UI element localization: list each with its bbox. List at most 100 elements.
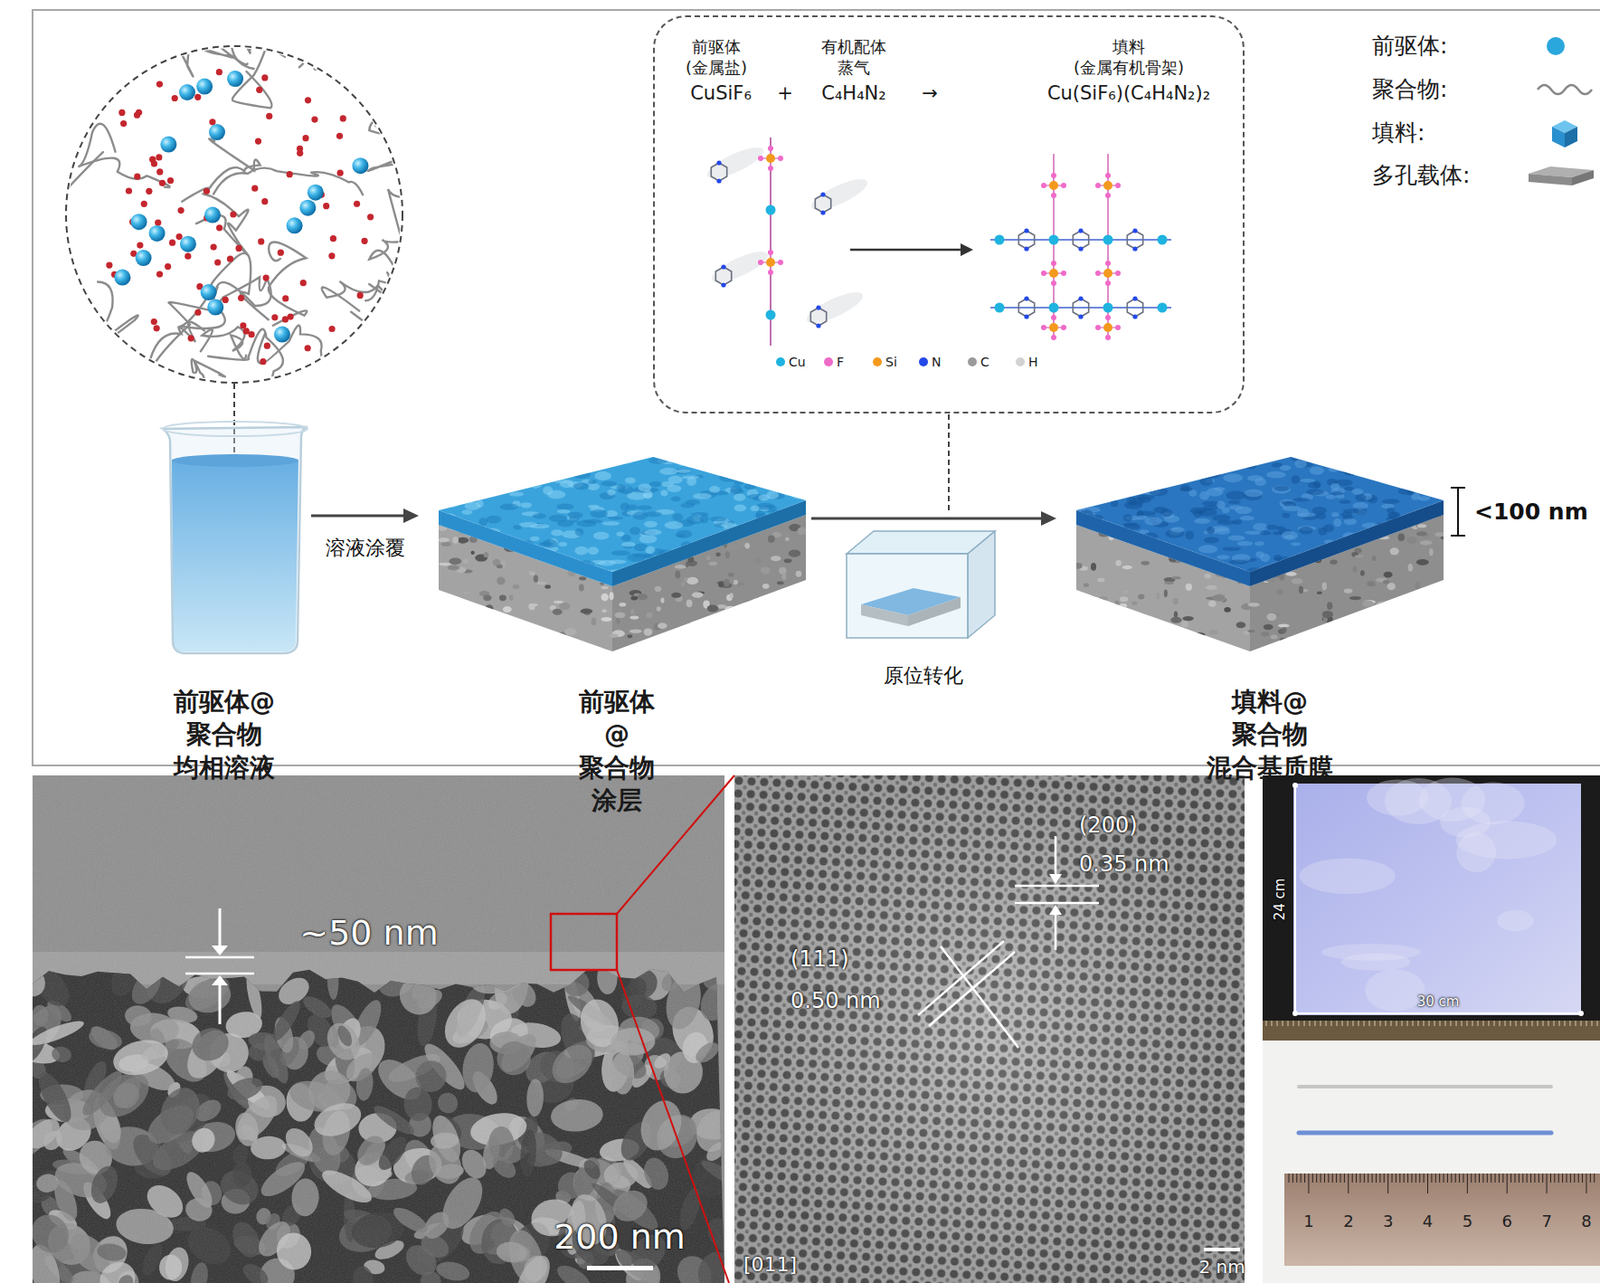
ruler-tick [1309,1020,1311,1026]
texture-bump [1420,535,1439,543]
pore [691,591,704,597]
f-atom [1105,314,1111,321]
ruler-tick [1415,1173,1417,1183]
vapor-haze [708,246,772,289]
pore [1408,563,1414,572]
coating-top [1076,456,1444,572]
texture-bump [621,534,632,542]
texture-bump [1425,523,1437,532]
ruler-tick [1458,1173,1460,1183]
pore [438,640,449,648]
ruler-tick [1423,1020,1425,1026]
ruler-tick [1548,1020,1550,1026]
pore [1079,601,1093,606]
texture-bump [602,520,620,526]
polymer-chain [404,334,517,380]
texture-bump [644,546,655,554]
texture-bump [720,522,738,529]
texture-bump [1339,468,1351,474]
texture-bump [1245,463,1257,470]
pore [1406,536,1417,544]
texture-bump [442,498,459,506]
texture-bump [702,460,718,467]
f-atom [1115,182,1121,189]
texture-bump [532,454,545,463]
ruler-tick [1450,1173,1452,1183]
ruler-tick [1385,1020,1387,1026]
pore [440,635,452,642]
texture-bump [649,481,663,487]
membrane-slab [433,451,814,657]
texture-bump [686,515,705,525]
texture-bump [1315,553,1335,559]
texture-bump [1234,506,1252,514]
sheet-sheen [1496,909,1534,931]
pore [554,648,564,653]
texture-bump [1160,452,1174,460]
polymer-chain [4,325,76,389]
ruler-tick [1439,1020,1441,1026]
texture-bump [572,571,589,578]
texture-bump [757,493,769,501]
pore [1306,635,1312,641]
ruler-tick [1347,1020,1349,1026]
ruler-tick [1271,1020,1273,1026]
pore [482,594,492,601]
texture-bump [1350,545,1369,553]
ruler-tick [1593,1173,1595,1183]
texture-bump [782,520,794,527]
texture-bump [1254,540,1265,546]
texture-bump [1430,515,1447,520]
ruler-tick [1395,1173,1397,1183]
texture-bump [648,456,668,464]
texture-bump [458,456,477,465]
pore [727,544,739,550]
texture-bump [710,463,724,472]
pore [1354,554,1365,558]
f-atom [1105,172,1111,179]
texture-bump [1366,465,1374,474]
stage-caption: 前驱体@聚合物 均相溶液 [173,685,275,785]
texture-bump [1135,454,1154,460]
pore [720,645,729,649]
ruler-tick [1478,1173,1480,1183]
pore [691,630,697,638]
pore [1262,646,1270,654]
pore [578,584,585,592]
texture-bump [684,569,693,578]
sheet-sheen [1460,781,1525,824]
pore [438,562,452,566]
texture-bump [520,501,532,508]
ruler-tick [1407,1173,1409,1183]
texture-bump [433,551,453,559]
ruler-tick [1296,1173,1298,1183]
texture-bump [439,501,459,508]
texture-bump [555,556,574,561]
texture-bump [761,551,773,559]
pore [451,638,463,645]
texture-bump [1428,518,1436,524]
layer-bond [990,238,1172,241]
texture-bump [1352,488,1364,495]
pore [1266,613,1277,621]
texture-bump [459,478,471,487]
equation-term: CuSiF₆ [690,81,752,105]
texture-bump [1429,511,1445,516]
ruler-tick [1447,1173,1449,1183]
pore [1185,650,1194,654]
pore [1314,628,1326,633]
pore [1428,626,1433,630]
pore [1326,601,1333,610]
texture-bump [1309,465,1325,474]
pore [642,643,653,648]
f-atom [767,269,774,275]
pore [688,649,693,654]
texture-bump [1344,518,1357,526]
texture-bump [1192,456,1203,464]
precursor-ball [179,236,197,253]
texture-bump [606,489,616,496]
texture-bump [1154,457,1166,466]
texture-bump [1396,536,1406,542]
texture-bump [530,536,540,541]
pore [782,573,787,580]
